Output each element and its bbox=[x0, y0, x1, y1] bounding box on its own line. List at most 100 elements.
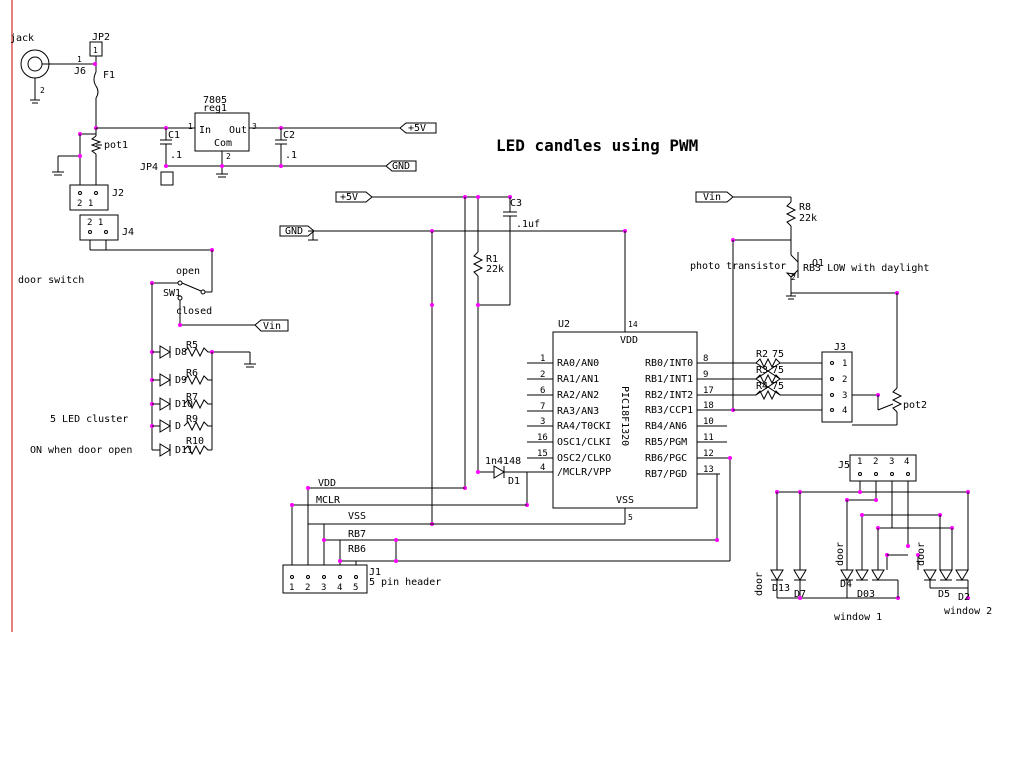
j4-label: J4 bbox=[122, 227, 134, 238]
right-pin-name: RB2/INT2 bbox=[645, 390, 693, 401]
right-pin-4: 10 RB4/AN6 bbox=[645, 417, 727, 432]
power-jack: jack 1 J6 2 bbox=[10, 33, 95, 104]
right-pin-7: 13 RB7/PGD bbox=[645, 465, 720, 480]
pic18f1320-chip: U2 VDD VSS 14 5 PIC18F1320 1 RA0/AN0 2 R… bbox=[432, 231, 733, 525]
d03-label: D03 bbox=[857, 589, 875, 600]
d5-label: D5 bbox=[938, 589, 950, 600]
right-pin-name: RB7/PGD bbox=[645, 469, 687, 480]
right-pin-number: 10 bbox=[703, 417, 714, 427]
c1-value: .1 bbox=[170, 150, 182, 161]
r6-label: R6 bbox=[186, 368, 198, 379]
j1-label: J1 bbox=[369, 567, 381, 578]
door-label-1: door bbox=[754, 572, 765, 596]
right-pin-6: 12 RB6/PGC bbox=[645, 449, 730, 464]
d4-label: D4 bbox=[840, 579, 852, 590]
r3-value: 75 bbox=[772, 365, 784, 376]
phototransistor-q1: Q1 photo transistor RB3 LOW with dayligh… bbox=[690, 240, 929, 300]
capacitor-c2: C2 .1 bbox=[275, 128, 297, 166]
flag-vin-left: Vin bbox=[254, 319, 289, 332]
j6-label: J6 bbox=[74, 66, 86, 77]
r1-value: 22k bbox=[486, 264, 504, 275]
connector-j1: 1 2 3 4 5 J1 5 pin header bbox=[282, 564, 441, 594]
reg-ref-label: reg1 bbox=[203, 103, 227, 114]
door-switch-label: door switch bbox=[18, 275, 84, 286]
d9-label: D9 bbox=[175, 375, 187, 386]
r5-label: R5 bbox=[186, 340, 198, 351]
led-cluster-label: 5 LED cluster bbox=[50, 414, 128, 425]
reg-part-label: 7805 bbox=[203, 95, 227, 106]
j3-pin-label: 3 bbox=[842, 391, 847, 401]
connector-j3: J3 1 2 3 4 bbox=[821, 342, 880, 423]
j5-label: J5 bbox=[838, 460, 850, 471]
right-pin-number: 9 bbox=[703, 370, 708, 380]
d1-part-label: 1n4148 bbox=[485, 456, 521, 467]
left-pin-name: RA0/AN0 bbox=[557, 358, 599, 369]
bus-vdd-label: VDD bbox=[318, 478, 336, 489]
left-pin-1: 2 RA1/AN1 bbox=[527, 370, 599, 385]
d7-label: D7 bbox=[794, 589, 806, 600]
resistor-r1: R1 22k bbox=[472, 195, 510, 472]
window2-label: window 2 bbox=[944, 606, 992, 617]
r8-label: R8 bbox=[799, 202, 811, 213]
r2-label: R2 bbox=[756, 349, 768, 360]
r8-value: 22k bbox=[799, 213, 817, 224]
fuse-f1: F1 bbox=[93, 70, 115, 130]
left-pin-number: 16 bbox=[537, 433, 548, 443]
chip-name: PIC18F1320 bbox=[619, 386, 630, 446]
j5-pin-label: 1 bbox=[857, 457, 862, 467]
left-pin-6: 15 OSC2/CLKO bbox=[527, 449, 611, 464]
left-pin-0: 1 RA0/AN0 bbox=[527, 354, 599, 369]
j1-pin-label: 3 bbox=[321, 583, 326, 593]
capacitor-c1: C1 .1 bbox=[160, 128, 182, 166]
connector-j2: 2 1 J2 bbox=[69, 184, 124, 211]
j2-label: J2 bbox=[112, 188, 124, 199]
left-pin-number: 6 bbox=[540, 386, 545, 396]
d1-label: D1 bbox=[508, 476, 520, 487]
right-pin-name: RB3/CCP1 bbox=[645, 405, 693, 416]
flag-gnd-top-text: GND bbox=[392, 161, 410, 172]
flag-5v-top-text: +5V bbox=[408, 123, 426, 134]
j1-pin-label: 5 bbox=[353, 583, 358, 593]
left-pin-name: RA3/AN3 bbox=[557, 406, 599, 417]
flag-vin-left-text: Vin bbox=[263, 321, 281, 332]
f1-label: F1 bbox=[103, 70, 115, 81]
switch-sw1: open SW1 closed bbox=[150, 250, 258, 327]
flag-5v-top: +5V bbox=[399, 122, 437, 134]
potentiometer-pot2: pot2 bbox=[852, 293, 927, 426]
left-pin-name: RA4/T0CKI bbox=[557, 421, 611, 432]
j6-pin2-label: 2 bbox=[40, 86, 45, 95]
led-d: D R9 bbox=[150, 414, 212, 433]
led-d11: D11 R10 bbox=[152, 436, 212, 457]
right-pin-name: RB1/INT1 bbox=[645, 374, 693, 385]
pot1-label: pot1 bbox=[104, 140, 128, 151]
jp2-pin-label: 1 bbox=[93, 46, 98, 55]
flag-vin-right-text: Vin bbox=[703, 192, 721, 203]
left-pin-name: /MCLR/VPP bbox=[557, 467, 611, 478]
j3-pin-label: 1 bbox=[842, 359, 847, 369]
reg-pin1: 1 bbox=[188, 122, 193, 131]
r9-label: R9 bbox=[186, 414, 198, 425]
r4-value: 75 bbox=[772, 381, 784, 392]
jp4-label: JP4 bbox=[140, 162, 158, 173]
chip-pin14: 14 bbox=[628, 320, 638, 329]
led-d9: D9 R6 bbox=[150, 368, 212, 387]
right-pin-1: 9 RB1/INT1 bbox=[645, 370, 730, 385]
right-pin-number: 8 bbox=[703, 354, 708, 364]
right-pin-name: RB6/PGC bbox=[645, 453, 687, 464]
left-pin-name: RA2/AN2 bbox=[557, 390, 599, 401]
capacitor-c3: C3 .1uf bbox=[503, 197, 540, 305]
right-pin-2: 17 RB2/INT2 bbox=[645, 386, 730, 401]
window-leds: D13 D7 D4 D03 D5 D2 door door door windo… bbox=[754, 542, 992, 623]
left-pin-number: 3 bbox=[540, 417, 545, 427]
left-pin-name: RA1/AN1 bbox=[557, 374, 599, 385]
reg-pin3: 3 bbox=[252, 122, 257, 131]
r3-label: R3 bbox=[756, 365, 768, 376]
c3-label: C3 bbox=[510, 198, 522, 209]
flag-gnd-top: GND bbox=[385, 160, 417, 172]
sw1-label: SW1 bbox=[163, 288, 181, 299]
right-pin-number: 18 bbox=[703, 401, 714, 411]
right-pin-3: 18 RB3/CCP1 bbox=[645, 401, 733, 416]
connector-j4: 2 1 J4 bbox=[79, 214, 214, 252]
reg-in-label: In bbox=[199, 125, 211, 136]
flag-5v-mid-text: +5V bbox=[340, 192, 358, 203]
